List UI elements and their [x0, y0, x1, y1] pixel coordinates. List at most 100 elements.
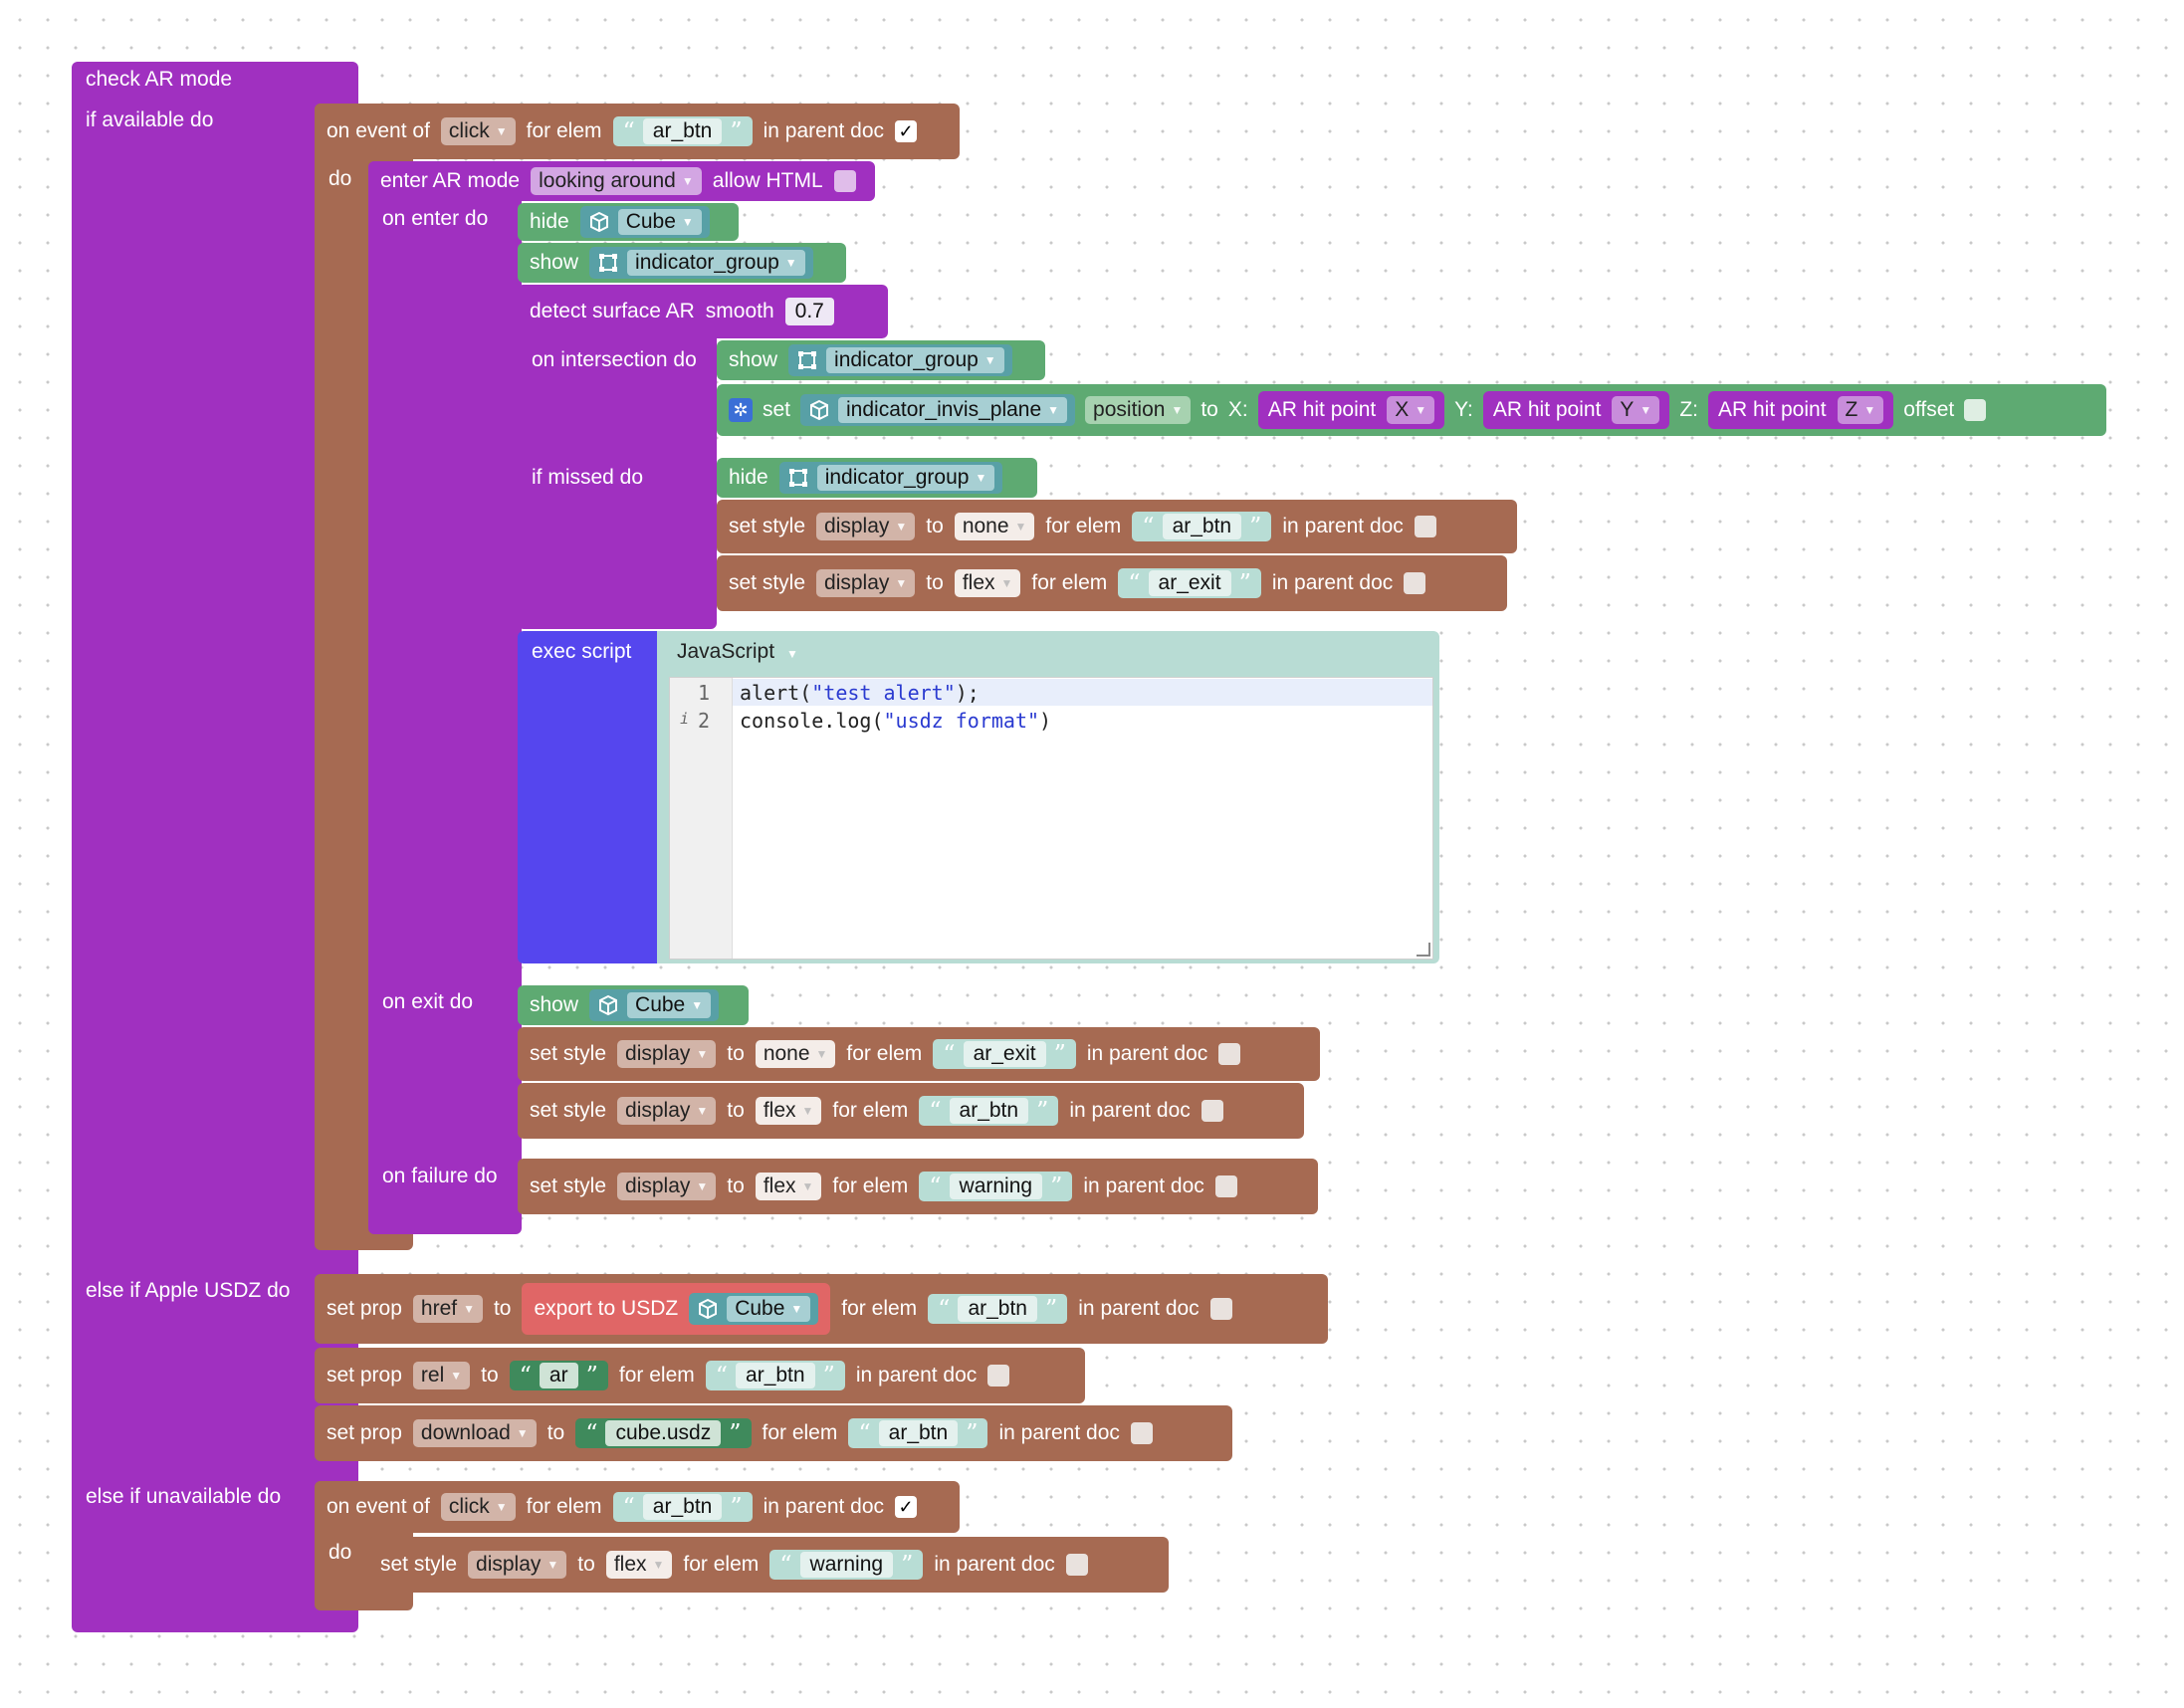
chevron-down-icon: ▼ — [1014, 520, 1027, 534]
style-prop-dropdown[interactable]: display▼ — [468, 1551, 567, 1579]
elem-string[interactable]: “ar_btn” — [928, 1294, 1068, 1324]
style-prop-dropdown[interactable]: display▼ — [816, 569, 916, 597]
axis-dropdown[interactable]: Y▼ — [1612, 396, 1660, 424]
set-prop-download-block[interactable]: set prop download▼ to “cube.usdz” for el… — [315, 1405, 1232, 1461]
axis-dropdown[interactable]: X▼ — [1387, 396, 1435, 424]
enter-ar-header[interactable]: enter AR mode looking around▼ allow HTML — [368, 161, 875, 201]
in-parent-checkbox[interactable] — [1214, 1175, 1237, 1197]
style-prop-dropdown[interactable]: display▼ — [617, 1097, 717, 1125]
detect-surface-header[interactable]: detect surface AR smooth 0.7 — [518, 285, 888, 338]
exec-script-block[interactable] — [518, 631, 665, 963]
elem-string[interactable]: “ar_btn” — [1132, 512, 1272, 541]
style-value-dropdown[interactable]: flex▼ — [954, 569, 1021, 597]
prop-dropdown[interactable]: download▼ — [412, 1419, 537, 1447]
in-parent-checkbox[interactable] — [1065, 1554, 1088, 1576]
language-label[interactable]: JavaScript — [677, 640, 775, 663]
show-indicator-block[interactable]: show indicator_group▼ — [518, 243, 846, 283]
in-parent-checkbox[interactable] — [1201, 1100, 1223, 1122]
code-line-2[interactable]: console.log("usdz format") — [740, 709, 1052, 733]
value-string[interactable]: “cube.usdz” — [575, 1418, 752, 1448]
property-dropdown[interactable]: position▼ — [1085, 396, 1192, 424]
elem-string[interactable]: “ar_btn” — [919, 1096, 1059, 1126]
elem-string[interactable]: “warning” — [919, 1172, 1073, 1201]
quote-open-icon: “ — [519, 1362, 532, 1389]
elem-string[interactable]: “ar_btn” — [705, 1361, 845, 1390]
chevron-down-icon: ▼ — [801, 1179, 814, 1193]
object-selector[interactable]: indicator_invis_plane▼ — [800, 394, 1076, 426]
code-line-1[interactable]: alert("test alert"); — [740, 681, 980, 705]
object-selector[interactable]: indicator_group▼ — [788, 344, 1012, 376]
in-parent-checkbox[interactable]: ✓ — [895, 1496, 918, 1518]
gear-icon[interactable]: ✲ — [729, 398, 753, 422]
elem-string[interactable]: “ar_btn” — [848, 1418, 988, 1448]
style-value-dropdown[interactable]: flex▼ — [755, 1173, 822, 1200]
event-type-dropdown[interactable]: click▼ — [440, 117, 516, 145]
event-2-header[interactable]: on event of click▼ for elem “ar_btn” in … — [315, 1481, 960, 1533]
ar-mode-dropdown[interactable]: looking around▼ — [531, 167, 702, 195]
chevron-down-icon: ▼ — [790, 1302, 803, 1316]
hit-point-x[interactable]: AR hit point X▼ — [1257, 391, 1445, 429]
in-parent-checkbox[interactable] — [1209, 1298, 1232, 1320]
exit-show-block[interactable]: show Cube▼ — [518, 985, 749, 1025]
check-ar-mode-block[interactable] — [72, 62, 358, 1632]
allow-html-checkbox[interactable] — [833, 170, 856, 192]
missed-style-block-1[interactable]: set style display▼ to none▼ for elem “ar… — [717, 500, 1517, 553]
smooth-value[interactable]: 0.7 — [784, 298, 834, 325]
missed-hide-block[interactable]: hide indicator_group▼ — [717, 458, 1037, 498]
chevron-down-icon: ▼ — [652, 1558, 665, 1572]
quote-open-icon: “ — [585, 1419, 598, 1447]
event-1-header[interactable]: on event of click▼ for elem “ar_btn” in … — [315, 104, 960, 159]
missed-style-block-2[interactable]: set style display▼ to flex▼ for elem “ar… — [717, 555, 1507, 611]
style-value-dropdown[interactable]: none▼ — [755, 1040, 836, 1068]
object-selector[interactable]: Cube▼ — [589, 989, 720, 1021]
detect-surface-block[interactable] — [518, 285, 717, 629]
object-selector[interactable]: Cube▼ — [579, 206, 710, 238]
elem-string[interactable]: “ar_btn” — [612, 1492, 753, 1522]
prop-dropdown[interactable]: href▼ — [412, 1295, 483, 1323]
elem-string[interactable]: “warning” — [769, 1550, 924, 1580]
in-parent-checkbox[interactable] — [1414, 516, 1436, 537]
object-selector[interactable]: Cube▼ — [689, 1293, 819, 1325]
axis-dropdown[interactable]: Z▼ — [1837, 396, 1884, 424]
prop-dropdown[interactable]: rel▼ — [412, 1362, 471, 1389]
in-parent-checkbox[interactable]: ✓ — [895, 120, 918, 142]
exit-style-block-2[interactable]: set style display▼ to flex▼ for elem “ar… — [518, 1083, 1304, 1139]
active-line — [733, 679, 1432, 706]
in-parent-checkbox[interactable] — [1404, 572, 1426, 594]
object-selector[interactable]: indicator_group▼ — [589, 247, 813, 279]
value-string[interactable]: “ar” — [509, 1361, 608, 1390]
intersection-show-block[interactable]: show indicator_group▼ — [717, 340, 1045, 380]
quote-close-icon: ” — [1249, 513, 1262, 540]
export-usdz-block[interactable]: export to USDZ Cube▼ — [522, 1283, 831, 1335]
event-type-dropdown[interactable]: click▼ — [440, 1493, 516, 1521]
code-editor[interactable]: 1 i 2 alert("test alert"); console.log("… — [669, 677, 1433, 960]
hide-cube-block[interactable]: hide Cube▼ — [518, 203, 739, 241]
style-prop-dropdown[interactable]: display▼ — [816, 513, 916, 540]
style-prop-dropdown[interactable]: display▼ — [617, 1040, 717, 1068]
set-prop-href-block[interactable]: set prop href▼ to export to USDZ Cube▼ f… — [315, 1274, 1328, 1344]
enter-ar-block[interactable] — [368, 161, 522, 1234]
elem-string[interactable]: “ar_exit” — [933, 1039, 1076, 1069]
set-prop-rel-block[interactable]: set prop rel▼ to “ar” for elem “ar_btn” … — [315, 1348, 1085, 1403]
style-prop-dropdown[interactable]: display▼ — [617, 1173, 717, 1200]
in-parent-checkbox[interactable] — [987, 1365, 1010, 1387]
exit-style-block-1[interactable]: set style display▼ to none▼ for elem “ar… — [518, 1027, 1320, 1081]
resize-handle-icon[interactable] — [1417, 943, 1430, 957]
quote-close-icon: ” — [966, 1419, 979, 1447]
style-value-dropdown[interactable]: flex▼ — [755, 1097, 822, 1125]
hit-point-z[interactable]: AR hit point Z▼ — [1707, 391, 1894, 429]
hit-point-y[interactable]: AR hit point Y▼ — [1482, 391, 1670, 429]
set-position-block[interactable]: ✲ set indicator_invis_plane▼ position▼ t… — [717, 384, 2106, 436]
elem-string[interactable]: “ar_btn” — [612, 116, 753, 146]
failure-style-block[interactable]: set style display▼ to flex▼ for elem “wa… — [518, 1159, 1318, 1214]
in-parent-checkbox[interactable] — [1130, 1422, 1153, 1444]
chevron-down-icon: ▼ — [786, 647, 798, 661]
quote-close-icon: ” — [585, 1362, 598, 1389]
unavailable-style-block[interactable]: set style display▼ to flex▼ for elem “wa… — [368, 1537, 1169, 1593]
in-parent-checkbox[interactable] — [1218, 1043, 1241, 1065]
style-value-dropdown[interactable]: flex▼ — [605, 1551, 673, 1579]
elem-string[interactable]: “ar_exit” — [1118, 568, 1261, 598]
offset-checkbox[interactable] — [1964, 399, 1987, 421]
object-selector[interactable]: indicator_group▼ — [778, 462, 1003, 494]
style-value-dropdown[interactable]: none▼ — [954, 513, 1035, 540]
